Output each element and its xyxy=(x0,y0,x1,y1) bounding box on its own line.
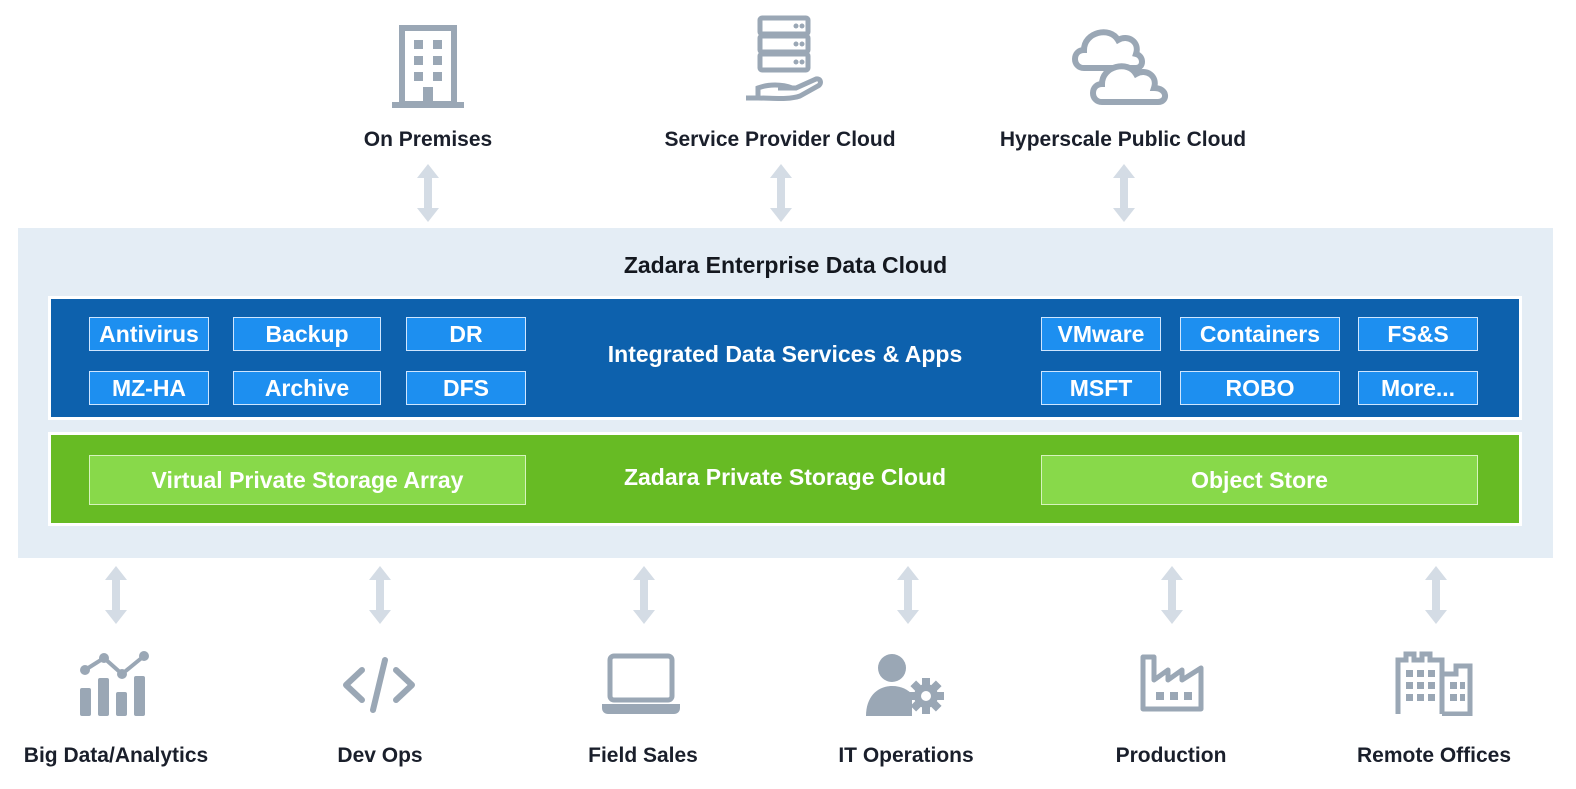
chip-fs-s: FS&S xyxy=(1358,317,1478,351)
analytics-chart-icon xyxy=(80,651,149,716)
storage-cloud-band: Zadara Private Storage Cloud Virtual Pri… xyxy=(48,432,1522,526)
double-arrow-remote-offices xyxy=(1425,566,1447,624)
node-label-dev-ops: Dev Ops xyxy=(337,744,423,767)
panel-title: Zadara Enterprise Data Cloud xyxy=(623,252,948,278)
double-arrow-big-data xyxy=(105,566,127,624)
factory-icon xyxy=(1140,654,1204,712)
chip-archive: Archive xyxy=(233,371,381,405)
node-label-hyperscale-public-cloud: Hyperscale Public Cloud xyxy=(999,128,1247,151)
double-arrow-dev-ops xyxy=(369,566,391,624)
double-arrow-service-provider xyxy=(770,164,792,222)
data-services-title: Integrated Data Services & Apps xyxy=(607,341,963,367)
user-gear-icon xyxy=(866,654,944,716)
node-label-remote-offices: Remote Offices xyxy=(1356,744,1512,767)
chip-mz-ha: MZ-HA xyxy=(89,371,209,405)
chip-more: More... xyxy=(1358,371,1478,405)
chip-antivirus: Antivirus xyxy=(89,317,209,351)
double-arrow-production xyxy=(1161,566,1183,624)
chip-vmware: VMware xyxy=(1041,317,1161,351)
node-label-it-operations: IT Operations xyxy=(838,744,974,767)
laptop-icon xyxy=(602,653,680,714)
chip-containers: Containers xyxy=(1180,317,1340,351)
chip-robo: ROBO xyxy=(1180,371,1340,405)
node-label-production: Production xyxy=(1115,744,1227,767)
server-hand-icon xyxy=(746,15,823,101)
node-label-on-premises: On Premises xyxy=(363,128,493,151)
node-label-service-provider-cloud: Service Provider Cloud xyxy=(664,128,896,151)
chip-dr: DR xyxy=(406,317,526,351)
enterprise-data-cloud-panel: Zadara Enterprise Data Cloud Integrated … xyxy=(18,228,1553,558)
double-arrow-it-operations xyxy=(897,566,919,624)
office-buildings-icon xyxy=(1395,651,1473,716)
chip-backup: Backup xyxy=(233,317,381,351)
data-services-band: Integrated Data Services & Apps Antiviru… xyxy=(48,296,1522,420)
chip-msft: MSFT xyxy=(1041,371,1161,405)
double-arrow-field-sales xyxy=(633,566,655,624)
clouds-icon xyxy=(1072,29,1168,105)
node-label-field-sales: Field Sales xyxy=(588,744,698,767)
chip-dfs: DFS xyxy=(406,371,526,405)
code-icon xyxy=(343,657,415,713)
node-label-big-data-analytics: Big Data/Analytics xyxy=(23,744,209,767)
chip-virtual-private-storage-array: Virtual Private Storage Array xyxy=(89,455,526,505)
building-icon xyxy=(392,25,464,108)
chip-object-store: Object Store xyxy=(1041,455,1478,505)
storage-cloud-title: Zadara Private Storage Cloud xyxy=(623,464,947,490)
double-arrow-hyperscale xyxy=(1113,164,1135,222)
double-arrow-on-premises xyxy=(417,164,439,222)
